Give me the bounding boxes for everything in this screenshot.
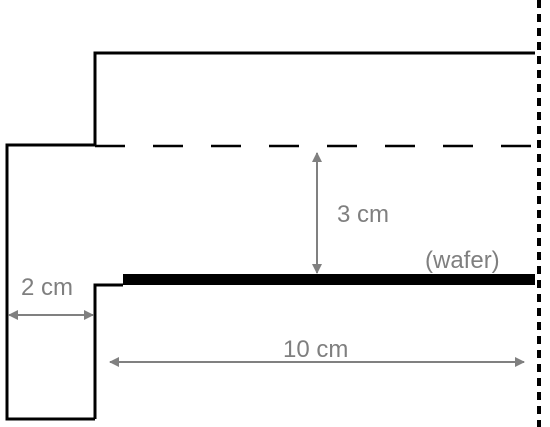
- wafer-bar: [123, 274, 535, 285]
- upper-chamber-outline: [93, 51, 535, 145]
- wafer-radius-label: 10 cm: [283, 336, 348, 363]
- edge-width-label: 2 cm: [21, 274, 73, 301]
- pedestal-wall: [93, 283, 123, 419]
- gap-height-label: 3 cm: [337, 201, 389, 228]
- outer-chamber-wall: [5, 143, 95, 421]
- wafer-label: (wafer): [425, 247, 500, 274]
